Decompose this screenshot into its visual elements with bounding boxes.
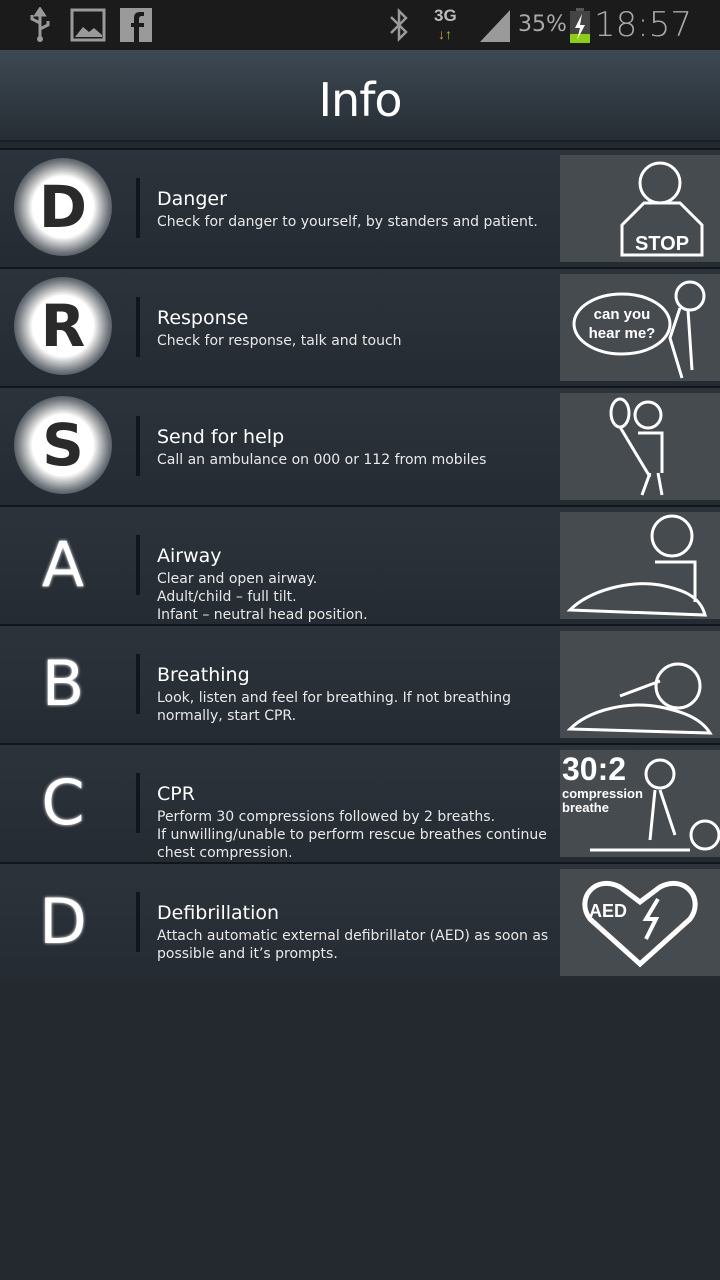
- letter-badge: S: [14, 396, 112, 494]
- airway-tilt-illustration: [560, 512, 720, 619]
- letter-badge: D: [14, 158, 112, 256]
- item-text: CPR Perform 30 compressions followed by …: [157, 783, 552, 862]
- divider: [136, 535, 140, 595]
- list-item-response[interactable]: R Response Check for response, talk and …: [0, 267, 720, 386]
- status-bar: 3G ↓↑ 35% 18:57: [0, 0, 720, 50]
- list-item-breathing[interactable]: B Breathing Look, listen and feel for br…: [0, 624, 720, 743]
- drsabcd-list: D Danger Check for danger to yourself, b…: [0, 148, 720, 981]
- item-title: Response: [157, 307, 249, 329]
- battery-percent: 35%: [518, 12, 567, 37]
- item-text: Response Check for response, talk and to…: [157, 307, 552, 350]
- item-title: Send for help: [157, 426, 285, 448]
- item-title: CPR: [157, 783, 195, 805]
- item-description: Clear and open airway.: [157, 571, 318, 587]
- item-text: Danger Check for danger to yourself, by …: [157, 188, 552, 231]
- page-title: Info: [318, 73, 402, 127]
- stop-sign-person-illustration: STOP: [560, 155, 720, 262]
- item-text: Defibrillation Attach automatic external…: [157, 902, 552, 963]
- item-description: Adult/child – full tilt.: [157, 589, 297, 605]
- item-description: Perform 30 compressions followed by 2 br…: [157, 809, 496, 825]
- svg-text:breathe: breathe: [562, 800, 609, 815]
- svg-text:can you: can you: [594, 306, 651, 323]
- item-description: If unwilling/unable to perform rescue br…: [157, 827, 547, 861]
- item-title: Airway: [157, 545, 222, 567]
- item-title: Danger: [157, 188, 227, 210]
- item-description: Call an ambulance on 000 or 112 from mob…: [157, 452, 487, 468]
- item-description: Attach automatic external defibrillator …: [157, 928, 549, 962]
- item-description: Infant – neutral head position.: [157, 607, 368, 623]
- speech-bubble-person-illustration: can you hear me?: [560, 274, 720, 381]
- svg-text:30:2: 30:2: [562, 751, 626, 787]
- divider: [136, 416, 140, 476]
- divider: [136, 773, 140, 833]
- divider: [136, 654, 140, 714]
- image-text: STOP: [635, 233, 689, 255]
- clock: 18:57: [594, 5, 692, 45]
- letter-badge: A: [41, 527, 85, 601]
- letter-badge: R: [14, 277, 112, 375]
- aed-heart-illustration: AED: [560, 869, 720, 976]
- item-description: Check for response, talk and touch: [157, 333, 402, 349]
- bluetooth-icon: [390, 8, 408, 42]
- item-text: Breathing Look, listen and feel for brea…: [157, 664, 552, 725]
- letter-badge: B: [41, 646, 85, 720]
- breathing-check-illustration: [560, 631, 720, 738]
- app-bar: Info: [0, 50, 720, 142]
- phone-person-illustration: [560, 393, 720, 500]
- svg-text:hear me?: hear me?: [589, 325, 656, 342]
- usb-icon: [30, 7, 50, 42]
- download-arrow-icon: ↓↑: [438, 26, 452, 42]
- item-description: Look, listen and feel for breathing. If …: [157, 690, 512, 724]
- gallery-icon: [70, 8, 106, 42]
- battery-charging-icon: [570, 8, 590, 43]
- list-item-cpr[interactable]: C CPR Perform 30 compressions followed b…: [0, 743, 720, 862]
- letter-badge: D: [39, 884, 87, 958]
- list-item-danger[interactable]: D Danger Check for danger to yourself, b…: [0, 148, 720, 267]
- letter-badge: C: [41, 765, 85, 839]
- item-text: Send for help Call an ambulance on 000 o…: [157, 426, 552, 469]
- divider: [136, 297, 140, 357]
- item-title: Breathing: [157, 664, 250, 686]
- network-3g-icon: 3G: [434, 6, 457, 25]
- divider: [136, 178, 140, 238]
- facebook-icon: [120, 8, 152, 42]
- list-item-send-for-help[interactable]: S Send for help Call an ambulance on 000…: [0, 386, 720, 505]
- svg-text:AED: AED: [589, 901, 627, 921]
- svg-text:compression: compression: [562, 786, 643, 801]
- list-item-airway[interactable]: A Airway Clear and open airway. Adult/chi…: [0, 505, 720, 624]
- item-description: Check for danger to yourself, by stander…: [157, 214, 538, 230]
- item-text: Airway Clear and open airway. Adult/child…: [157, 545, 552, 624]
- item-title: Defibrillation: [157, 902, 280, 924]
- signal-icon: [480, 10, 510, 42]
- divider: [136, 892, 140, 952]
- list-item-defibrillation[interactable]: D Defibrillation Attach automatic extern…: [0, 862, 720, 981]
